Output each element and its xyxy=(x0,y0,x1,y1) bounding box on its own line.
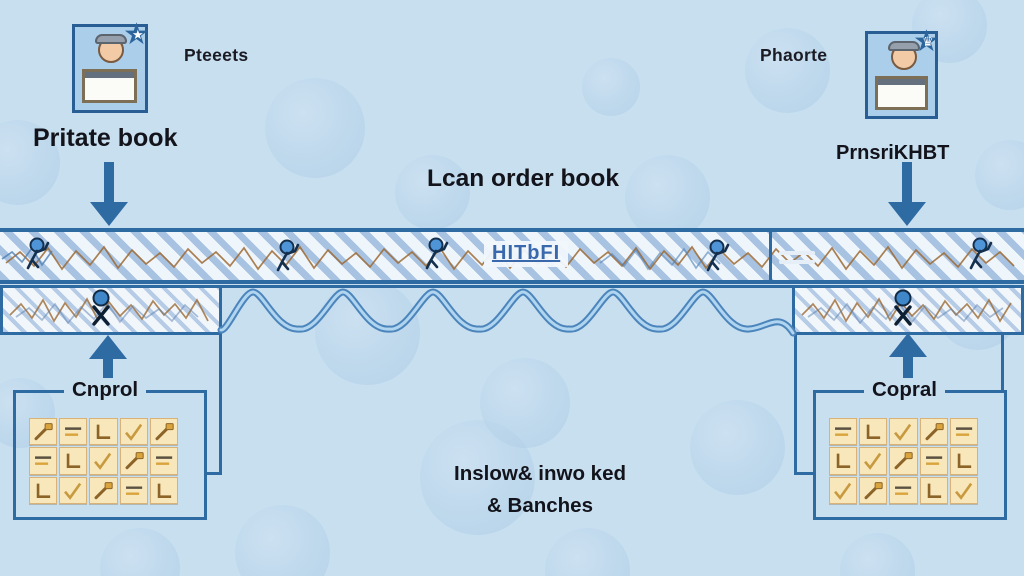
badge-inner-star: ★ xyxy=(132,27,144,42)
person-card-left: ★ ★ xyxy=(72,20,150,113)
tool-tile-icon xyxy=(859,447,888,475)
control-box-right-label: Copral xyxy=(864,378,945,402)
label-top-right-caption: PrnsriKHBT xyxy=(836,142,950,164)
globe-watermark-icon xyxy=(975,140,1024,210)
tool-tile-icon xyxy=(919,447,948,475)
globe-watermark-icon xyxy=(265,78,365,178)
person-cap-icon xyxy=(888,41,920,51)
tool-tile-icon xyxy=(59,418,88,446)
tool-tile-icon xyxy=(89,418,118,446)
badge-inner-crown: ♛ xyxy=(922,34,934,49)
globe-watermark-icon xyxy=(480,358,570,448)
bottom-caption-line2: & Banches xyxy=(487,493,593,517)
tool-tile-icon xyxy=(149,418,178,446)
person-desk-icon xyxy=(82,69,137,103)
globe-watermark-icon xyxy=(100,528,180,576)
arrow-down-right-icon xyxy=(888,162,926,226)
tool-tile-icon xyxy=(919,476,948,504)
arrow-up-left-icon xyxy=(89,335,127,389)
tool-tile-icon xyxy=(59,447,88,475)
walking-person-icon xyxy=(424,236,450,277)
tool-tile-icon xyxy=(29,447,58,475)
tool-tile-icon xyxy=(949,476,978,504)
tool-tile-icon xyxy=(949,447,978,475)
person-card-right: ★ ♛ xyxy=(865,27,940,119)
tool-tile-icon xyxy=(829,476,858,504)
globe-watermark-icon xyxy=(582,58,640,116)
tool-tile-icon xyxy=(889,447,918,475)
tool-tile-icon xyxy=(89,476,118,504)
arrow-down-left-icon xyxy=(90,162,128,226)
crown-badge-icon: ★ ♛ xyxy=(913,27,943,57)
tool-tile-icon xyxy=(89,447,118,475)
tool-tile-icon xyxy=(149,476,178,504)
connector-right-vertical xyxy=(794,335,797,475)
wave-line xyxy=(217,288,797,337)
label-top-right-tag: Phaorte xyxy=(760,45,828,65)
ribbon-person-icon xyxy=(88,288,114,335)
walking-person-icon xyxy=(25,236,51,277)
tool-tile-icon xyxy=(149,447,178,475)
label-top-left-tag: Pteeets xyxy=(184,45,249,65)
arrow-up-right-icon xyxy=(889,333,927,387)
row2-top-line xyxy=(0,285,1024,288)
tool-tile-icon xyxy=(119,476,148,504)
tool-tile-icon xyxy=(829,447,858,475)
globe-watermark-icon xyxy=(840,533,915,576)
connector-left-horizontal xyxy=(206,472,222,475)
connector-far-right-vertical xyxy=(1001,335,1004,393)
squiggle-line xyxy=(1,245,1015,271)
globe-watermark-icon xyxy=(745,28,830,113)
connector-left-vertical xyxy=(219,335,222,475)
bottom-caption: Inslow& inwo ked & Banches xyxy=(408,458,672,522)
globe-watermark-icon xyxy=(625,155,710,240)
tool-tile-icon xyxy=(119,447,148,475)
badge-outer-star: ★ xyxy=(123,18,150,51)
walking-person-icon xyxy=(275,238,301,279)
connector-right-horizontal xyxy=(794,472,816,475)
tool-tile-icon xyxy=(919,418,948,446)
tool-tile-icon xyxy=(119,418,148,446)
control-box-left-label: Cnprol xyxy=(64,378,147,402)
loan-order-book-title: Lcan order book xyxy=(427,165,619,192)
person-desk-icon xyxy=(875,76,928,110)
walking-person-icon xyxy=(705,238,731,279)
band-divider xyxy=(769,232,772,280)
globe-watermark-icon xyxy=(545,528,630,576)
tool-tile-icon xyxy=(29,418,58,446)
bottom-caption-line1: Inslow& inwo ked xyxy=(454,462,626,485)
globe-watermark-icon xyxy=(690,400,785,495)
label-private-book: Pritate book xyxy=(33,124,178,152)
tool-tile-icon xyxy=(859,418,888,446)
badge-outer-star: ★ xyxy=(913,25,940,58)
globe-watermark-icon xyxy=(395,155,470,230)
tool-tile-icon xyxy=(949,418,978,446)
person-cap-icon xyxy=(95,34,127,44)
tool-tile-icon xyxy=(889,476,918,504)
band-title: HITbFI xyxy=(484,241,569,267)
tool-tile-icon xyxy=(829,418,858,446)
tool-tile-icon xyxy=(59,476,88,504)
tool-tile-icon xyxy=(859,476,888,504)
equals-icon xyxy=(779,251,815,255)
tool-tile-icon xyxy=(29,476,58,504)
tool-grid-left xyxy=(29,418,178,504)
globe-watermark-icon xyxy=(235,505,330,576)
star-badge-icon: ★ ★ xyxy=(123,20,153,50)
tool-tile-icon xyxy=(889,418,918,446)
walking-person-icon xyxy=(968,236,994,277)
tool-grid-right xyxy=(829,418,978,504)
equals-icon xyxy=(779,260,815,264)
ribbon-person-icon xyxy=(890,288,916,335)
